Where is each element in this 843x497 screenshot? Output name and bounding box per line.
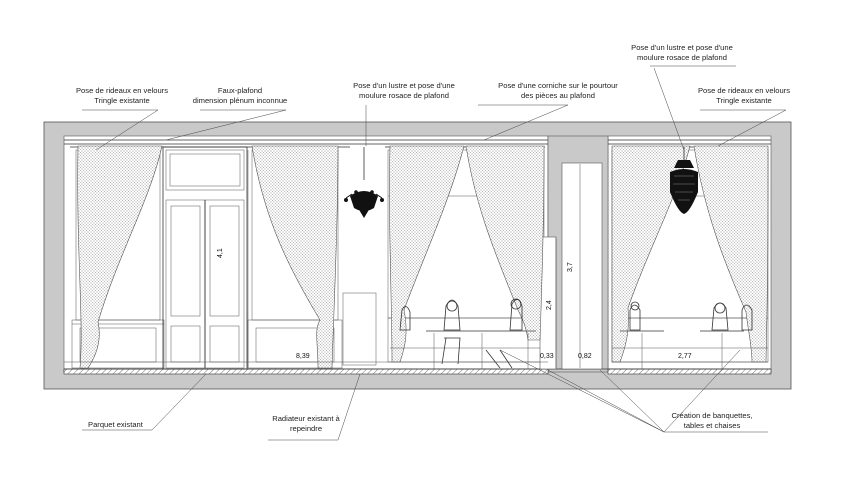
annotation-banquettes: Création de banquettes, tables et chaise… xyxy=(671,411,752,430)
svg-text:dimension plénum inconnue: dimension plénum inconnue xyxy=(193,96,288,105)
annotation-parquet: Parquet existant xyxy=(88,420,144,429)
svg-text:Pose d'un lustre et pose d'une: Pose d'un lustre et pose d'une xyxy=(631,43,733,52)
curtains xyxy=(77,145,769,369)
annotation-curtains-left: Pose de rideaux en velours Tringle exist… xyxy=(76,86,168,105)
dim-right-section: 2,77 xyxy=(678,353,692,360)
chandelier-icon xyxy=(344,147,384,218)
svg-text:repeindre: repeindre xyxy=(290,424,322,433)
svg-text:Création de banquettes,: Création de banquettes, xyxy=(671,411,752,420)
svg-text:Radiateur existant à: Radiateur existant à xyxy=(272,414,340,423)
svg-text:Pose de rideaux en velours: Pose de rideaux en velours xyxy=(698,86,790,95)
dim-gap-b: 0,82 xyxy=(578,353,592,360)
seating-center xyxy=(390,298,540,369)
svg-text:Pose d'un lustre et pose d'une: Pose d'un lustre et pose d'une xyxy=(353,81,455,90)
svg-text:tables et chaises: tables et chaises xyxy=(684,421,741,430)
dim-window-sill: 2,4 xyxy=(546,300,553,310)
parquet-floor xyxy=(63,368,772,375)
leader-lines xyxy=(82,65,787,441)
annotation-curtains-right: Pose de rideaux en velours Tringle exist… xyxy=(698,86,790,105)
svg-text:Parquet existant: Parquet existant xyxy=(88,420,144,429)
annotation-chandelier-right: Pose d'un lustre et pose d'une moulure r… xyxy=(631,43,733,62)
seating-right xyxy=(612,301,768,369)
dimension-lines xyxy=(64,150,768,368)
svg-text:des pièces au plafond: des pièces au plafond xyxy=(521,91,595,100)
chandelier-icon-right xyxy=(670,147,698,214)
dim-wall-length: 8,39 xyxy=(296,353,310,360)
annotation-cornice: Pose d'une corniche sur le pourtour des … xyxy=(498,81,618,100)
svg-text:moulure rosace de plafond: moulure rosace de plafond xyxy=(637,53,727,62)
annotation-false-ceiling: Faux-plafond dimension plénum inconnue xyxy=(193,86,288,105)
annotation-chandelier-center: Pose d'un lustre et pose d'une moulure r… xyxy=(353,81,455,100)
svg-text:Pose de rideaux en velours: Pose de rideaux en velours xyxy=(76,86,168,95)
dim-pillar-height: 3,7 xyxy=(567,262,574,272)
svg-text:Tringle existante: Tringle existante xyxy=(94,96,149,105)
svg-text:Tringle existante: Tringle existante xyxy=(716,96,771,105)
dim-gap-a: 0,33 xyxy=(540,353,554,360)
svg-text:Pose d'une corniche sur le pou: Pose d'une corniche sur le pourtour xyxy=(498,81,618,90)
svg-text:moulure rosace de plafond: moulure rosace de plafond xyxy=(359,91,449,100)
pillar-blocks xyxy=(539,162,603,370)
annotation-radiator: Radiateur existant à repeindre xyxy=(272,414,340,433)
dim-door-height: 4,1 xyxy=(217,248,224,258)
radiator xyxy=(342,292,377,366)
svg-text:Faux-plafond: Faux-plafond xyxy=(218,86,262,95)
